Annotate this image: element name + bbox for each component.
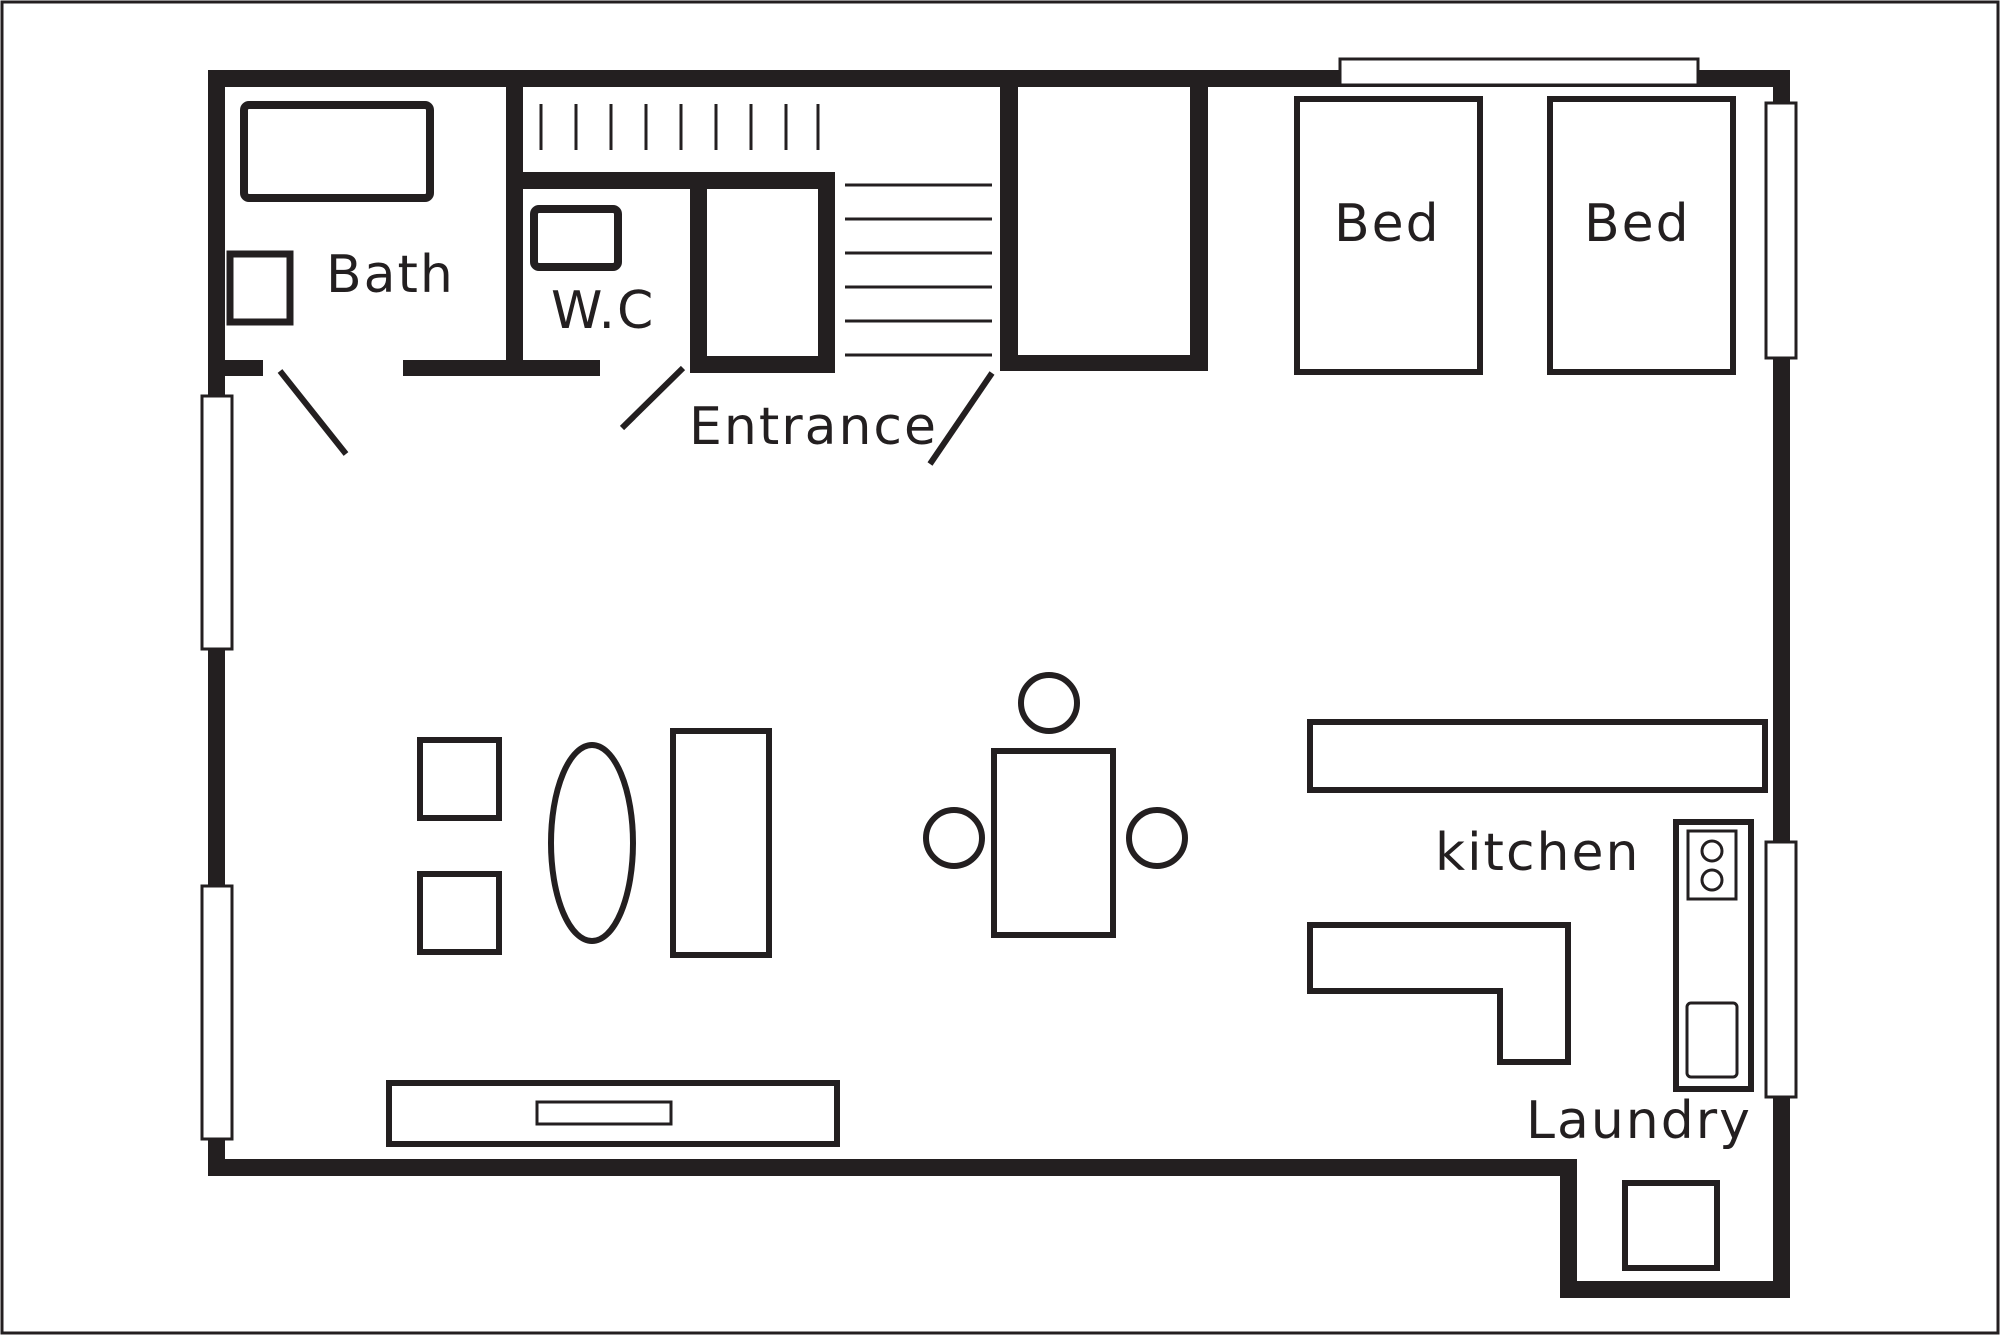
stair-wall-right [1190,87,1208,371]
bathtub [240,101,434,202]
armchair-top [417,737,502,821]
window-left-lower [200,884,234,1141]
stair-treads-upper [539,104,820,150]
wall-bottom [208,1159,1570,1176]
stair-treads-entrance [845,183,992,357]
bath-door [277,369,349,456]
toilet [530,205,622,271]
window-right-upper [1764,101,1798,360]
closet-wall-left [690,189,707,373]
washing-machine [1622,1180,1720,1271]
interior-walls [225,87,1208,376]
window-left-upper [200,394,234,651]
label-laundry: Laundry [1526,1091,1752,1151]
bath-wall-bottom-right [403,360,600,376]
kitchen-sink [1685,1001,1739,1079]
kitchen-counter-upper [1307,719,1768,793]
bath-wc-divider [506,87,523,360]
bath-wall-bottom-left [225,360,263,376]
bed-left [1294,96,1483,375]
bed-right [1547,96,1736,375]
entrance-door [927,371,995,466]
window-top [1338,57,1700,87]
wall-laundry-bottom [1560,1281,1790,1298]
closet-wall-bottom [690,356,835,373]
fixtures [226,96,1768,1271]
label-entrance: Entrance [689,397,938,457]
chair-top [1018,672,1080,734]
stove [1686,829,1738,901]
wc-door [619,365,686,431]
bath-sink [226,250,294,326]
kitchen-counter-l [1307,922,1571,1065]
stair-wall-bottom [1000,355,1208,371]
doors [277,365,995,466]
label-wc: W.C [551,281,655,341]
sofa [670,728,772,958]
stair-wall-left [1000,87,1018,371]
windows [200,57,1798,1141]
label-bath: Bath [326,245,455,305]
dining-table [991,748,1116,938]
chair-left [923,807,985,869]
coffee-table [548,742,636,944]
chair-right [1126,807,1188,869]
wc-wall-top [523,172,835,189]
wall-laundry-left [1560,1159,1577,1297]
armchair-bottom [417,871,502,955]
tv [535,1100,673,1126]
label-bed-right: Bed [1584,194,1691,254]
room-labels: Bath W.C Entrance Bed Bed kitchen Laundr… [326,194,1752,1151]
label-bed-left: Bed [1334,194,1441,254]
closet-wall-right [818,189,835,373]
burner-top [1700,839,1724,863]
window-right-lower [1764,840,1798,1099]
burner-bottom [1700,868,1724,892]
label-kitchen: kitchen [1435,823,1640,883]
